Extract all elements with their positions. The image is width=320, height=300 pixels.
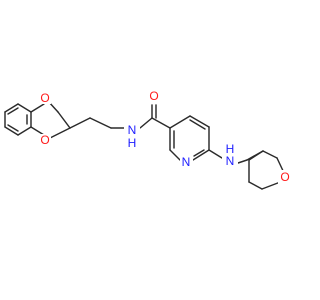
oxygen-1-label: O xyxy=(40,91,49,105)
bond-amide-n-c xyxy=(139,117,153,129)
amide-nitrogen-label: N xyxy=(128,123,137,137)
pyridine-nitrogen-bg xyxy=(180,156,193,169)
bond-dioxane-4 xyxy=(47,127,71,140)
bond-benzene-4 xyxy=(17,126,32,136)
bond-benzene-double-3 xyxy=(7,124,19,132)
amide-nitrogen-bg xyxy=(124,124,140,146)
bond-pyridine-2 xyxy=(189,115,210,128)
bond-dioxane-5 xyxy=(30,126,45,136)
carbonyl-oxygen-label: O xyxy=(149,89,158,103)
bond-dioxane-3 xyxy=(57,111,71,129)
bond-pyridine-5 xyxy=(169,149,181,161)
bond-amide-c-ring xyxy=(151,117,171,129)
carbonyl-oxygen-bg xyxy=(148,90,160,102)
bond-benzene-2 xyxy=(17,103,32,113)
bond-benzene-5 xyxy=(4,126,19,136)
bond-benzene-1 xyxy=(4,103,19,113)
amine-nitrogen-bg xyxy=(222,151,238,174)
oxane-oxygen-bg xyxy=(278,170,291,184)
bond-benzene-double-1 xyxy=(7,107,19,115)
bonds xyxy=(4,100,286,190)
bond-amino-2 xyxy=(237,159,248,164)
oxane-oxygen-label: O xyxy=(280,170,289,184)
bond-pyridine-1 xyxy=(169,115,191,129)
bond-amino-1 xyxy=(208,149,223,159)
bond-pyridine-double-2 xyxy=(193,149,205,157)
amine-nitrogen-label: N xyxy=(226,154,235,168)
amide-hydrogen-label: H xyxy=(128,136,137,150)
oxygen-1-bg xyxy=(39,92,51,104)
atom-labels: O O N H O N N H O xyxy=(39,89,291,184)
bond-oxane-1 xyxy=(262,150,278,159)
bond-dioxane-1 xyxy=(30,103,45,113)
pyridine-nitrogen-label: N xyxy=(182,155,191,169)
bond-pyridine-4 xyxy=(192,149,210,161)
molecule-diagram: O O N H O N N H O xyxy=(4,89,291,190)
bond-oxane-6 xyxy=(248,150,264,161)
oxygen-2-label: O xyxy=(40,133,49,147)
bond-linker-1 xyxy=(69,117,91,129)
bond-pyridine-double-1 xyxy=(189,119,206,130)
bond-linker-2 xyxy=(89,117,112,129)
amine-hydrogen-label: H xyxy=(226,142,235,156)
bond-oxane-4 xyxy=(248,181,263,190)
oxygen-2-bg xyxy=(39,134,51,146)
